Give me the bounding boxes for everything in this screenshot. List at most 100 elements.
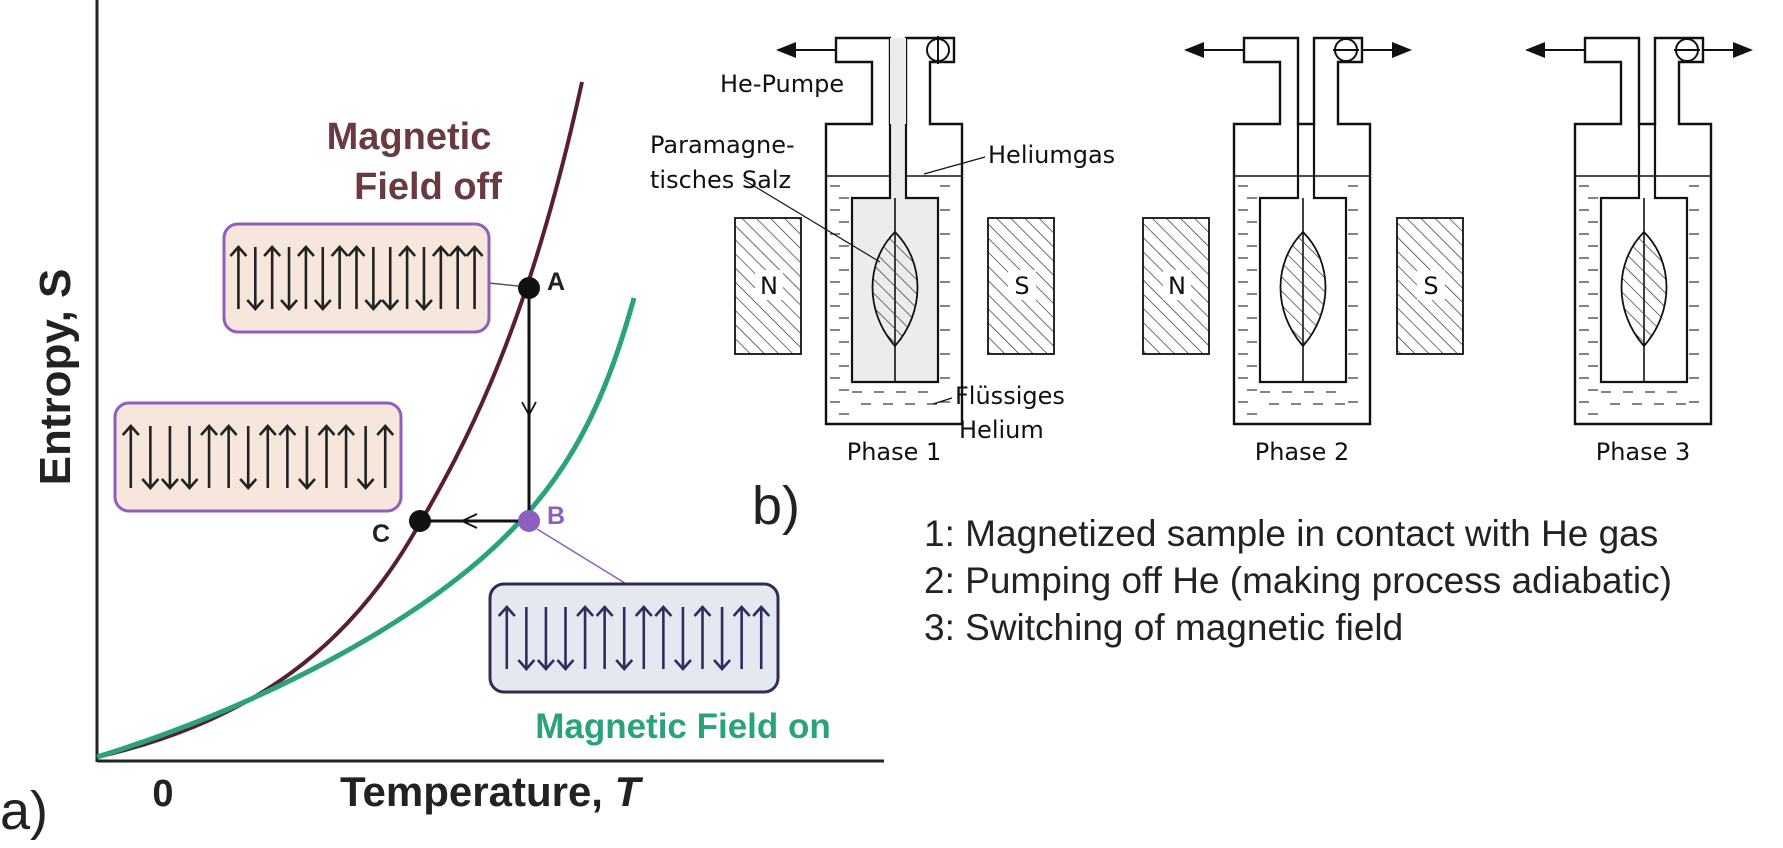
point-b-marker	[518, 510, 540, 532]
field-on-label: Magnetic Field on	[535, 707, 831, 746]
paramagnetic-salt	[871, 230, 919, 348]
spin-down-arrow-icon	[246, 247, 265, 311]
magnet-pole-label: S	[1014, 272, 1029, 300]
step-2: 2: Pumping off He (making process adiaba…	[924, 560, 1672, 601]
spin-up-arrow-icon	[448, 245, 467, 309]
phase1-annotations: He-Pumpe Paramagne- tisches Salz Heliumg…	[650, 70, 1115, 444]
panel-b: Phase 1 Phase 2 Phase 3 N S N S	[734, 36, 1753, 466]
step-3: 3: Switching of magnetic field	[924, 607, 1404, 648]
liquid-helium-bottom	[852, 391, 937, 405]
arrow-down-icon	[521, 401, 537, 417]
spin-up-arrow-icon	[330, 245, 349, 309]
panel-b-label: b)	[752, 476, 801, 536]
panel-a-label: a)	[0, 781, 49, 841]
curve-field-on	[96, 297, 637, 760]
magnet-pole-N: N	[1142, 217, 1210, 355]
dewar-outline	[1573, 36, 1713, 426]
spin-up-arrow-icon	[278, 424, 297, 488]
spin-up-arrow-icon	[296, 245, 315, 309]
spin-box-point-c	[113, 401, 403, 513]
field-off-label-line2: Field off	[354, 166, 502, 208]
spin-arrows-top	[229, 245, 484, 311]
spin-up-arrow-icon	[121, 424, 140, 488]
panel-a: A B C Magnetic Field off Magnetic Field …	[31, 0, 884, 815]
phase-1-label: Phase 1	[847, 438, 942, 466]
spin-up-arrow-icon	[752, 605, 771, 669]
x-axis-label-text: Temperature,	[340, 768, 615, 815]
liquid-helium-right	[1348, 185, 1358, 403]
spin-down-arrow-icon	[297, 426, 316, 490]
x-axis-label-symbol: T	[615, 768, 644, 815]
spin-down-arrow-icon	[364, 247, 383, 311]
phase-2-label: Phase 2	[1255, 438, 1350, 466]
spin-up-arrow-icon	[693, 605, 712, 669]
phase-3-label: Phase 3	[1596, 438, 1691, 466]
spin-down-arrow-icon	[141, 426, 160, 490]
liquid-helium-right	[1689, 185, 1699, 403]
magnet-pole-label: N	[760, 272, 778, 300]
liquid-helium-leader	[932, 397, 953, 405]
leader-b	[536, 528, 629, 586]
spin-down-arrow-icon	[381, 247, 400, 311]
magnet-pole-S: S	[987, 217, 1055, 355]
spin-up-arrow-icon	[431, 245, 450, 309]
spin-down-arrow-icon	[180, 426, 199, 490]
spin-up-arrow-icon	[376, 424, 395, 488]
liquid-helium-left	[1238, 185, 1257, 415]
magnet-pole-S: S	[1396, 217, 1464, 355]
spin-up-arrow-icon	[634, 605, 653, 669]
spin-arrows-bottom	[497, 605, 771, 671]
liquid-helium-label-line1: Flüssiges	[955, 382, 1065, 410]
spin-down-arrow-icon	[615, 607, 634, 671]
liquid-helium-left	[1579, 185, 1598, 415]
cryostat-phase-3: Phase 3	[1525, 36, 1753, 466]
cryostat-phase-1: Phase 1	[776, 36, 964, 466]
spin-down-arrow-icon	[536, 607, 555, 671]
point-c-label: C	[372, 520, 390, 548]
x-origin-tick: 0	[152, 773, 173, 815]
liquid-helium-bottom	[1601, 391, 1686, 405]
dewar-outline	[1232, 36, 1372, 426]
spin-down-arrow-icon	[517, 607, 536, 671]
spin-up-arrow-icon	[654, 605, 673, 669]
spin-up-arrow-icon	[200, 424, 219, 488]
helium-gas-label: Heliumgas	[988, 141, 1115, 169]
point-b-label: B	[547, 502, 565, 530]
spin-down-arrow-icon	[313, 247, 332, 311]
spin-down-arrow-icon	[160, 426, 179, 490]
spin-up-arrow-icon	[229, 245, 248, 309]
salt-label-line1: Paramagne-	[650, 131, 795, 159]
spin-up-arrow-icon	[497, 605, 516, 669]
cryostat-phase-2: Phase 2	[1184, 36, 1412, 466]
helium-gas-leader	[923, 156, 986, 175]
arrow-left-icon	[459, 513, 478, 529]
spin-down-arrow-icon	[556, 607, 575, 671]
spin-down-arrow-icon	[414, 247, 433, 311]
point-c-marker	[409, 510, 431, 532]
point-a-marker	[518, 277, 540, 299]
spin-up-arrow-icon	[258, 424, 277, 488]
salt-leader	[743, 179, 881, 263]
liquid-helium-right	[940, 185, 950, 403]
spin-up-arrow-icon	[398, 245, 417, 309]
spin-up-arrow-icon	[465, 245, 484, 309]
spin-down-arrow-icon	[356, 426, 375, 490]
magnet-pole-label: S	[1423, 272, 1438, 300]
x-axis-label: Temperature, T	[340, 768, 644, 815]
magnet-pole-label: N	[1168, 272, 1186, 300]
paramagnetic-salt	[1620, 230, 1668, 348]
point-a-label: A	[547, 268, 565, 296]
spin-down-arrow-icon	[239, 426, 258, 490]
spin-box-field-on	[488, 582, 780, 694]
liquid-helium-bottom	[1260, 391, 1345, 405]
liquid-helium-label-line2: Helium	[959, 416, 1044, 444]
step-1: 1: Magnetized sample in contact with He …	[924, 513, 1659, 554]
he-pump-label: He-Pumpe	[720, 70, 844, 98]
steps-list: 1: Magnetized sample in contact with He …	[924, 510, 1672, 651]
spin-up-arrow-icon	[317, 424, 336, 488]
paramagnetic-salt	[1279, 230, 1327, 348]
spin-down-arrow-icon	[673, 607, 692, 671]
y-axis-label: Entropy, S	[31, 269, 80, 486]
spin-up-arrow-icon	[219, 424, 238, 488]
